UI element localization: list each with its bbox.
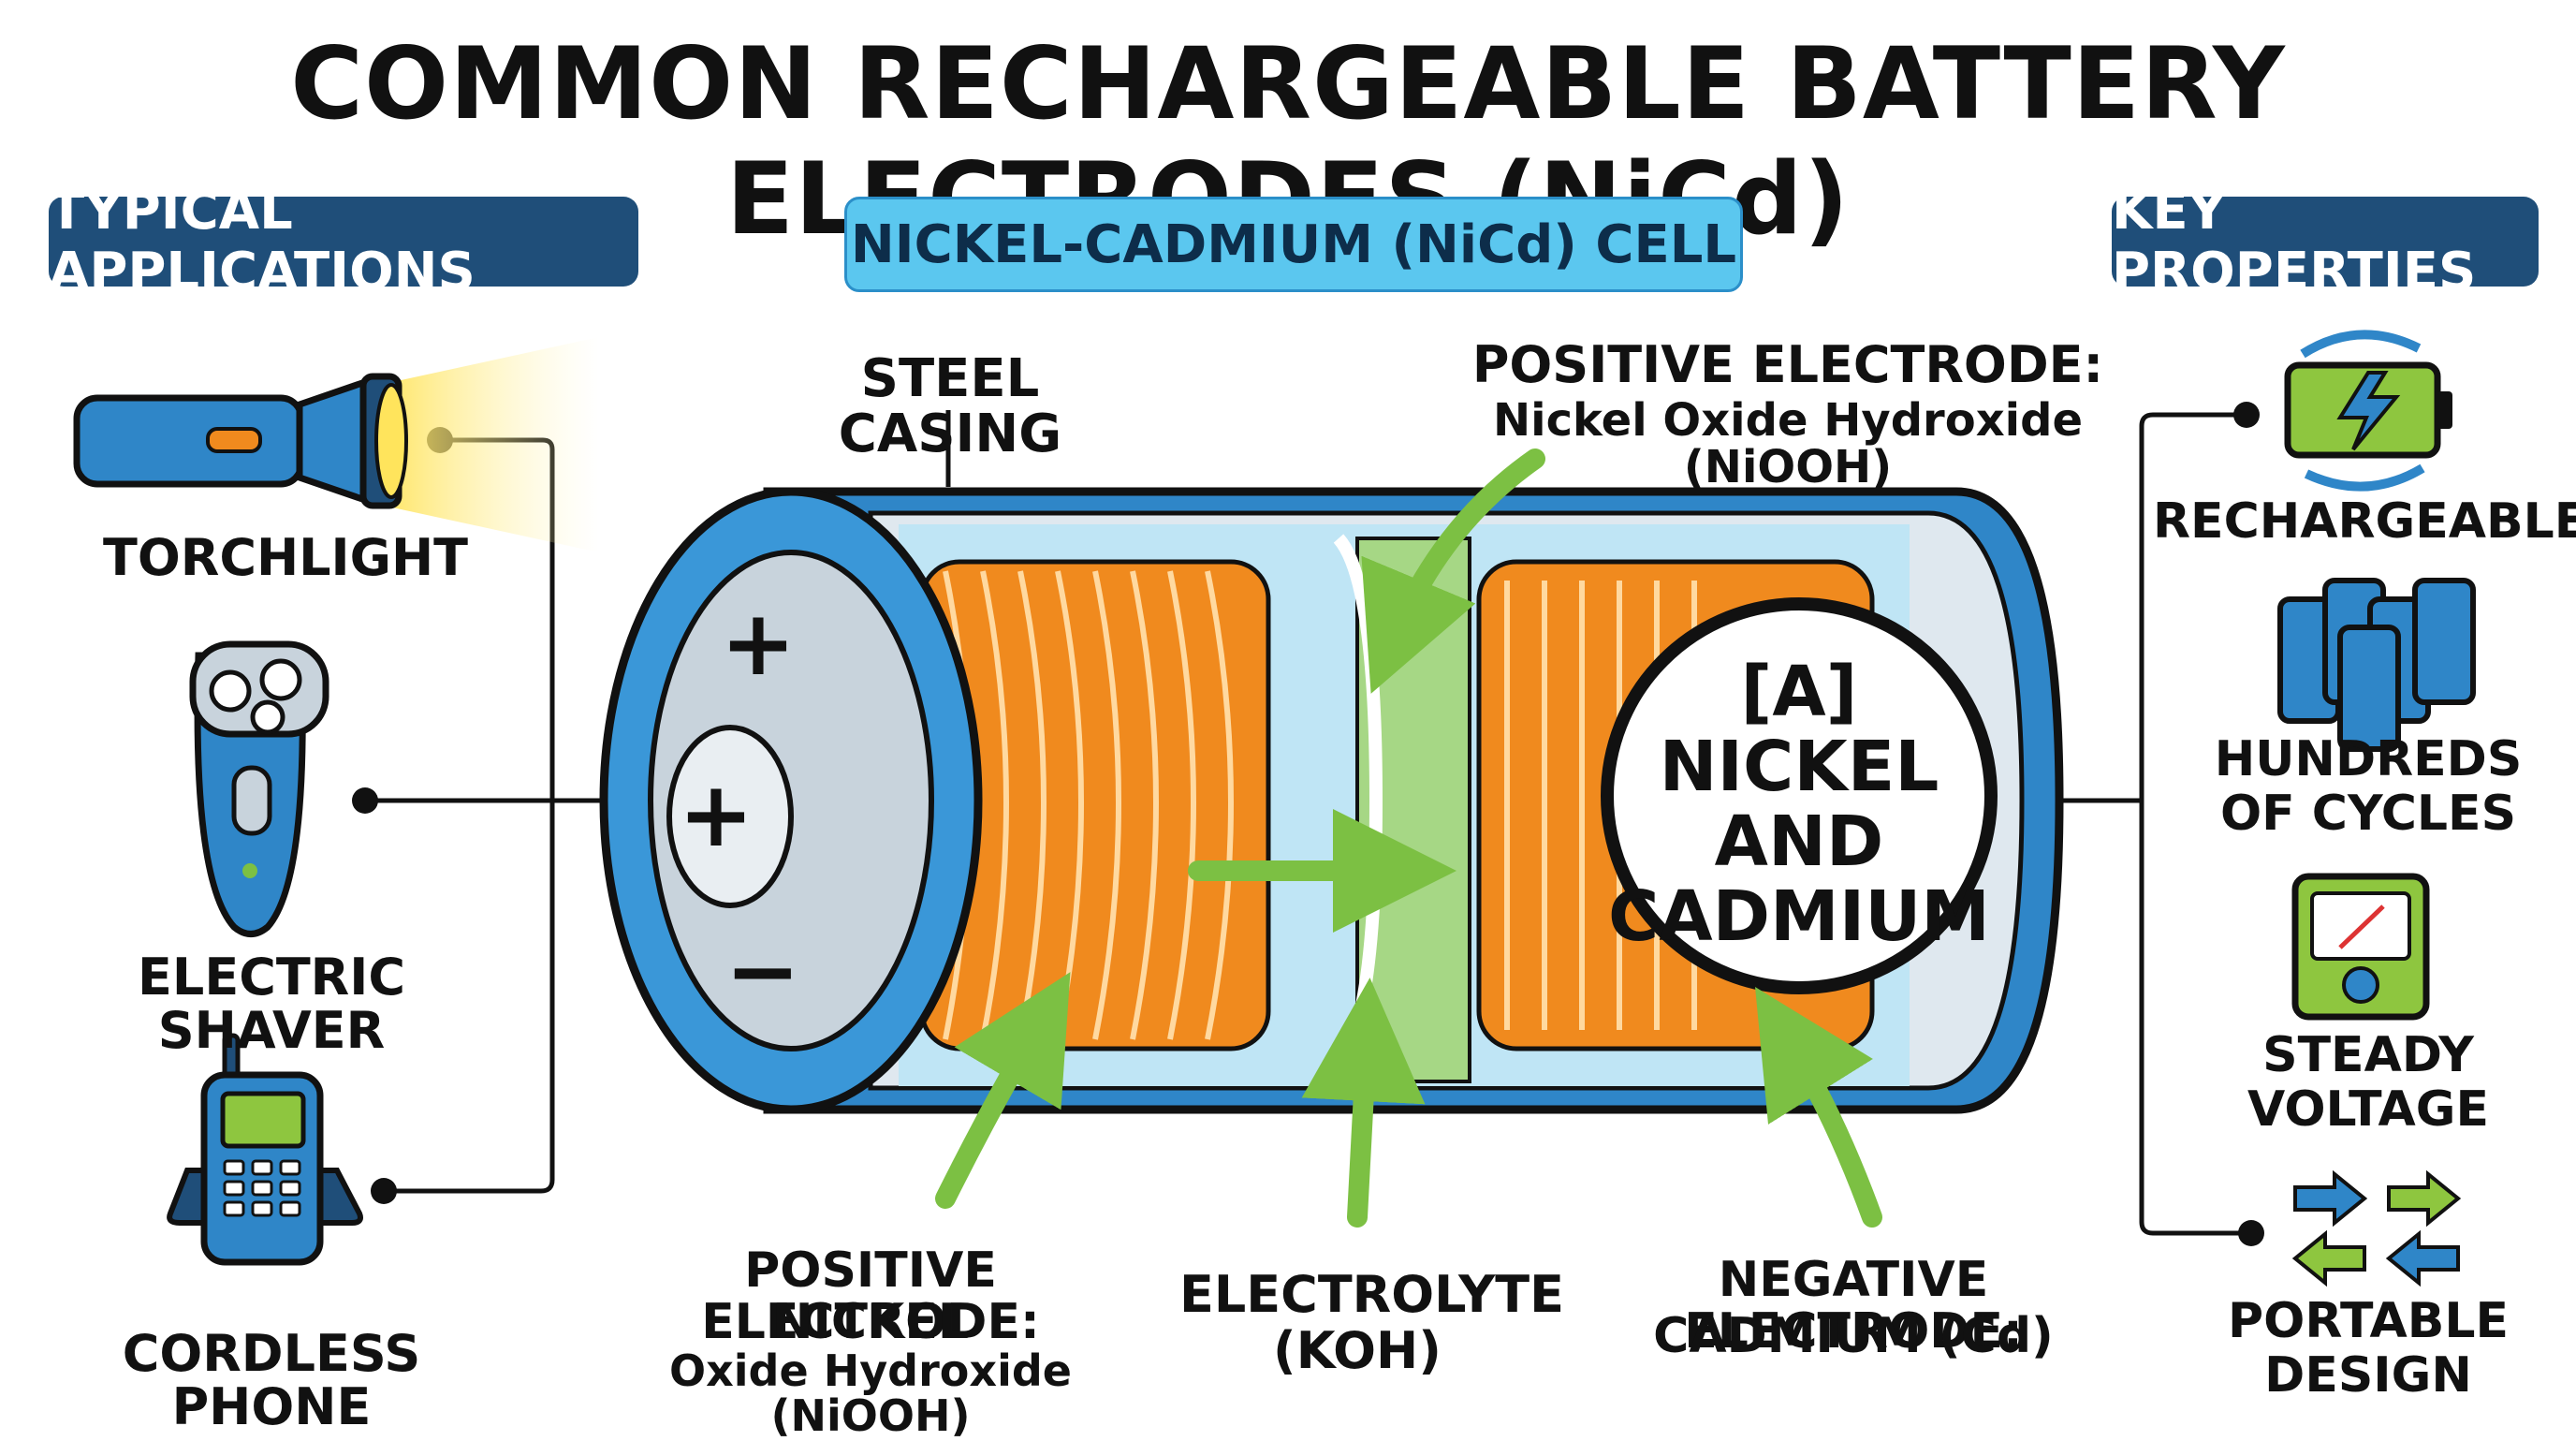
voltmeter-icon <box>2291 873 2430 1021</box>
terminal-plus-sign: + <box>679 762 754 867</box>
label-arrows <box>935 448 1882 1228</box>
arrows-icon <box>2291 1169 2462 1287</box>
cordless-phone-icon <box>167 1033 363 1266</box>
connector-dot <box>352 787 378 814</box>
property-label-portable-1: PORTABLE <box>2228 1293 2509 1349</box>
answer-text: [A] NICKEL AND CADMIUM <box>1603 652 1996 957</box>
answer-line: CADMIUM <box>1608 875 1990 957</box>
positive-electrode-top-title: POSITIVE ELECTRODE: <box>1471 335 2104 394</box>
property-label-portable-2: DESIGN <box>2264 1347 2472 1404</box>
application-label-phone: CORDLESS PHONE <box>122 1324 421 1436</box>
properties-connector <box>2059 412 2251 1236</box>
positive-electrode-coil <box>919 559 1271 1051</box>
application-label-torchlight: TORCHLIGHT <box>103 528 468 587</box>
plus-sign: + <box>721 591 796 696</box>
electrolyte-formula: (KOH) <box>1273 1321 1442 1380</box>
connector-dot <box>371 1178 397 1204</box>
cell-header: NICKEL-CADMIUM (NiCd) CELL <box>844 197 1743 292</box>
shaver-icon <box>189 640 329 937</box>
electrolyte-label: ELECTROLYTE <box>1179 1265 1564 1324</box>
property-label-cycles-2: OF CYCLES <box>2219 786 2517 842</box>
answer-line: [A] NICKEL <box>1659 652 1939 807</box>
steel-casing-label: STEEL CASING <box>838 348 1062 464</box>
connector-dot <box>2233 402 2260 428</box>
answer-line: AND <box>1714 801 1884 882</box>
positive-electrode-bottom-sub1: NICKEL <box>772 1294 969 1350</box>
connector-dot <box>2238 1220 2264 1246</box>
positive-electrode-top-sub: Nickel Oxide Hydroxide (NiOOH) <box>1492 394 2084 494</box>
negative-electrode-sub: CADMIUM (Cd) <box>1653 1308 2054 1364</box>
property-label-rechargeable: RECHARGEABLE <box>2153 493 2576 550</box>
minus-sign: − <box>725 919 800 1023</box>
flashlight-icon <box>73 337 599 552</box>
property-label-voltage-2: VOLTAGE <box>2247 1081 2489 1138</box>
battery-stack-icon <box>2277 578 2476 752</box>
property-label-voltage-1: STEADY <box>2262 1027 2474 1083</box>
positive-electrode-bottom-title: POSITIVE ELECTRODE: <box>701 1242 1040 1350</box>
application-label-shaver: ELECTRIC SHAVER <box>138 948 405 1060</box>
battery-recharge-icon <box>2284 330 2452 492</box>
positive-electrode-bottom-sub2: Oxide Hydroxide (NiOOH) <box>669 1345 1072 1441</box>
property-label-cycles-1: HUNDREDS <box>2214 731 2523 787</box>
negative-electrode-title: NEGATIVE ELECTRODE: <box>1684 1252 2023 1360</box>
